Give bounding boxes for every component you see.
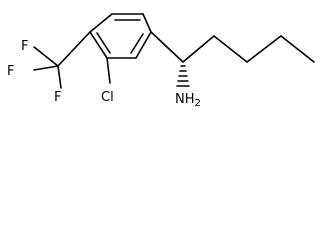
- amine-group: NH2: [175, 92, 201, 109]
- ring-double-bond: [96, 32, 111, 54]
- fluorine-atom-bottom: F: [54, 90, 61, 105]
- chain-bond: [182, 35, 215, 63]
- ring-to-cf3-bond: [57, 31, 91, 67]
- c-f-bond: [33, 46, 59, 67]
- chlorine-atom: Cl: [101, 90, 114, 105]
- c-f-bond: [57, 65, 62, 89]
- hashed-wedge-bond: [176, 65, 190, 87]
- trifluoromethyl-group: F F F: [7, 31, 91, 105]
- ring-bond: [89, 31, 108, 59]
- fluorine-atom-left: F: [7, 64, 14, 79]
- c-f-bond: [33, 65, 59, 71]
- chloro-substituent: Cl: [101, 57, 114, 105]
- chemical-structure: F F F Cl NH2: [7, 13, 315, 109]
- chain-bond: [280, 35, 315, 63]
- ring-bond: [142, 13, 152, 33]
- ring-to-chlorine-bond: [106, 57, 111, 84]
- ring-bond: [89, 13, 113, 33]
- chain-bond: [246, 35, 282, 63]
- aminopentyl-chain: NH2: [150, 31, 315, 109]
- ring-to-stereocenter-bond: [150, 31, 184, 63]
- ring-bond: [135, 31, 152, 59]
- chain-bond: [213, 35, 248, 63]
- ring-double-bond: [130, 33, 144, 54]
- benzene-ring: [89, 13, 152, 59]
- fluorine-atom-top: F: [21, 39, 28, 54]
